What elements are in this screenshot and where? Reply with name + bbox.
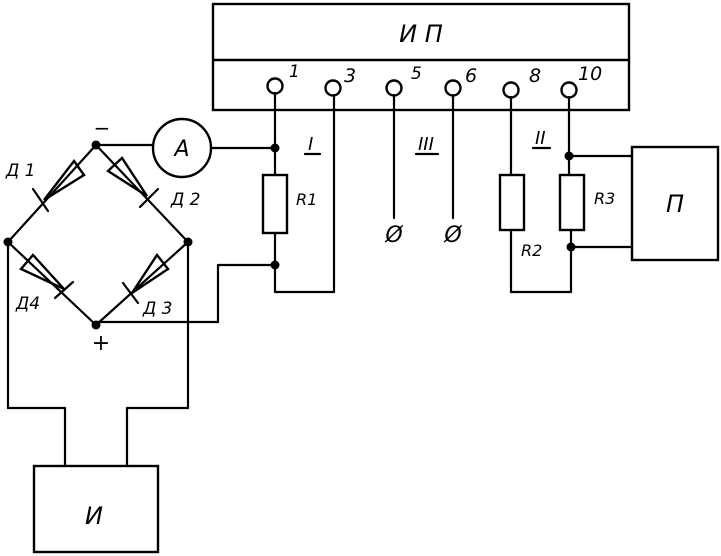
junction-dot (91, 320, 101, 330)
terminal-label-3: 3 (344, 65, 356, 87)
source-wiring (6, 240, 190, 468)
power-unit-title: И П (399, 20, 443, 48)
diode-d3 (130, 252, 170, 294)
source-block (32, 464, 160, 554)
resistor-r1-label: R1 (296, 190, 317, 209)
terminal-5 (385, 79, 403, 97)
junction-dot (270, 143, 280, 153)
power-unit-frame (211, 2, 631, 112)
terminal-label-8: 8 (529, 65, 541, 87)
section-two-label: II (535, 128, 546, 149)
open-terminal-6: Ø (443, 223, 462, 248)
terminal-label-1: 1 (289, 62, 300, 82)
diode-d2-bar (138, 187, 160, 209)
device-block (630, 145, 720, 262)
resistor-r2-label: R2 (521, 241, 542, 260)
terminal-label-10: 10 (578, 63, 602, 85)
diode-d3-bar (121, 281, 140, 305)
bridge-minus-label: − (94, 116, 111, 140)
section-one-wiring: R1 (210, 91, 336, 324)
diode-d1-bar (31, 187, 50, 213)
device-block-label: П (666, 190, 684, 218)
resistor-r3-label: R3 (594, 189, 615, 208)
junction-dot (91, 140, 101, 150)
terminal-label-6: 6 (465, 65, 477, 87)
diode-d2 (106, 156, 149, 198)
ammeter (151, 117, 213, 179)
diode-d4-label: Д4 (15, 294, 40, 314)
terminal-label-5: 5 (411, 64, 422, 84)
diode-d1-label: Д 1 (5, 161, 36, 181)
section-three-wiring: Ø Ø (384, 93, 462, 248)
bridge-plus-label: + (92, 331, 110, 356)
wire (94, 240, 190, 327)
terminal-3 (324, 79, 342, 97)
resistor-r1 (261, 173, 289, 235)
section-two-wiring: R3 R2 (498, 95, 634, 294)
diode-d4-bar (53, 280, 75, 300)
junction-dot (270, 260, 280, 270)
junction-dot (564, 151, 574, 161)
section-three-label: III (418, 134, 434, 155)
wire (6, 143, 98, 244)
ammeter-label: A (172, 137, 189, 162)
resistor-r3 (558, 173, 586, 232)
terminal-8 (502, 81, 520, 99)
resistor-r2 (498, 173, 526, 232)
terminal-10 (560, 81, 578, 99)
section-one-label: I (308, 134, 313, 155)
diode-bridge: − + Д 1 Д 2 Д 3 Д4 (3, 116, 220, 356)
diode-d1 (43, 158, 86, 202)
source-block-label: И (85, 502, 103, 530)
open-terminal-5: Ø (384, 223, 403, 248)
diode-d3-label: Д 3 (142, 299, 173, 319)
terminal-1 (266, 77, 284, 95)
junction-dot (566, 242, 576, 252)
diode-d4 (19, 253, 65, 291)
terminal-6 (444, 79, 462, 97)
diode-d2-label: Д 2 (170, 190, 201, 210)
